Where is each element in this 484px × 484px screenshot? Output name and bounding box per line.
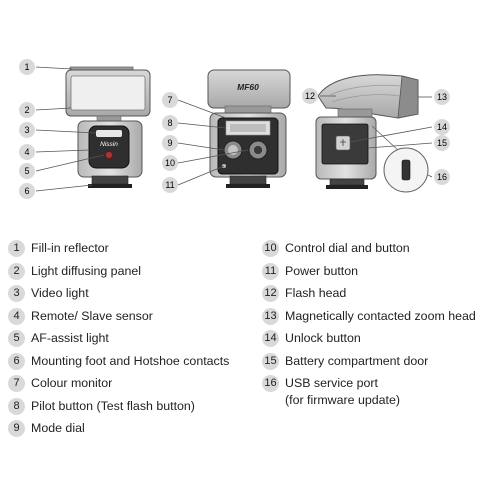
legend-label: Flash head [285,286,347,300]
svg-text:1: 1 [24,62,29,72]
callout-9: 9 [162,135,178,151]
legend-label: Mounting foot and Hotshoe contacts [31,353,230,368]
legend-label: AF-assist light [31,331,109,345]
legend-item: 6 Mounting foot and Hotshoe contacts [8,352,256,370]
svg-text:11: 11 [165,180,174,190]
callout-12: 12 [302,88,318,104]
legend-number: 12 [262,285,279,302]
legend-label: USB service port (for firmware update) [285,376,400,407]
callout-7: 7 [162,92,178,108]
light-diffusing-panel [70,75,146,111]
svg-text:6: 6 [24,186,29,196]
legend-item: 7 Colour monitor [8,375,256,392]
legend-number: 8 [8,397,25,415]
svg-text:2: 2 [24,105,29,115]
legend-item: 11 Power button [262,262,482,280]
callout-2: 2 [19,102,35,118]
flash-unit-diagram: Nissin MF60 [19,59,450,199]
legend-item: 10 Control dial and button [262,240,482,257]
svg-text:3: 3 [24,125,29,135]
callout-14: 14 [434,119,450,135]
legend-label: Magnetically contacted zoom head [285,308,476,323]
legend-label: Mode dial [31,421,85,435]
legend-label: Light diffusing panel [31,263,141,278]
svg-text:7: 7 [167,95,172,105]
svg-text:4: 4 [24,147,29,157]
svg-text:16: 16 [437,172,447,182]
legend-label: Unlock button [285,331,361,345]
legend-number: 1 [8,240,25,257]
legend-number: 2 [8,262,25,280]
legend-number: 4 [8,307,25,325]
usb-port [401,159,411,181]
legend-item: 16 USB service port (for firmware update) [262,375,482,409]
legend-number: 7 [8,375,25,392]
svg-text:12: 12 [305,91,315,101]
legend-number: 15 [262,352,279,370]
legend-number: 6 [8,352,25,370]
svg-text:9: 9 [167,138,172,148]
model-label: MF60 [237,82,259,92]
callout-leaders [35,66,433,192]
legend-label: Video light [31,286,89,300]
legend-number: 11 [262,262,279,280]
legend-right-column: 10 Control dial and button 11 Power button… [262,240,482,415]
legend-item: 1 Fill-in reflector [8,240,256,257]
callout-13: 13 [434,89,450,105]
callout-badges: 1 2 3 4 5 6 7 8 9 10 11 12 13 14 15 16 [19,59,450,199]
video-light [96,130,122,137]
callout-1: 1 [19,59,35,75]
svg-text:14: 14 [437,122,447,132]
legend-number: 16 [262,375,279,392]
zoom-head [397,75,419,119]
legend-item: 14 Unlock button [262,330,482,347]
legend-item: 15 Battery compartment door [262,352,482,370]
legend-number: 14 [262,330,279,347]
legend-number: 9 [8,420,25,437]
legend-number: 13 [262,307,279,325]
legend-item: 9 Mode dial [8,420,256,437]
svg-text:8: 8 [167,118,172,128]
legend-item: 5 AF-assist light [8,330,256,347]
parts-legend: 1 Fill-in reflector 2 Light diffusing pane… [0,240,484,484]
callout-16: 16 [434,169,450,185]
callout-11: 11 [162,177,178,193]
legend-number: 10 [262,240,279,257]
legend-left-column: 1 Fill-in reflector 2 Light diffusing pane… [8,240,256,443]
callout-8: 8 [162,115,178,131]
legend-number: 3 [8,285,25,302]
callout-5: 5 [19,163,35,179]
legend-label: Battery compartment door [285,353,429,368]
legend-item: 12 Flash head [262,285,482,302]
legend-label: Power button [285,263,359,278]
legend-item: 2 Light diffusing panel [8,262,256,280]
legend-label: Pilot button (Test flash button) [31,398,195,413]
front-view: Nissin [65,66,151,188]
legend-label: Fill-in reflector [31,241,109,255]
legend-item: 13 Magnetically contacted zoom head [262,307,482,325]
legend-label: Colour monitor [31,376,113,390]
svg-text:10: 10 [165,158,175,168]
callout-10: 10 [162,155,178,171]
callout-15: 15 [434,135,450,151]
svg-text:15: 15 [437,138,447,148]
remote-sensor [105,151,113,159]
callout-4: 4 [19,144,35,160]
legend-item: 3 Video light [8,285,256,302]
legend-label: Control dial and button [285,241,410,255]
brand-logo: Nissin [100,141,118,148]
mounting-foot [91,175,129,185]
legend-item: 4 Remote/ Slave sensor [8,307,256,325]
svg-text:5: 5 [24,166,29,176]
side-view [315,74,429,193]
svg-text:13: 13 [437,92,447,102]
callout-3: 3 [19,122,35,138]
legend-item: 8 Pilot button (Test flash button) [8,397,256,415]
back-view: MF60 [207,69,291,188]
legend-label: Remote/ Slave sensor [31,308,153,323]
legend-number: 5 [8,330,25,347]
callout-6: 6 [19,183,35,199]
